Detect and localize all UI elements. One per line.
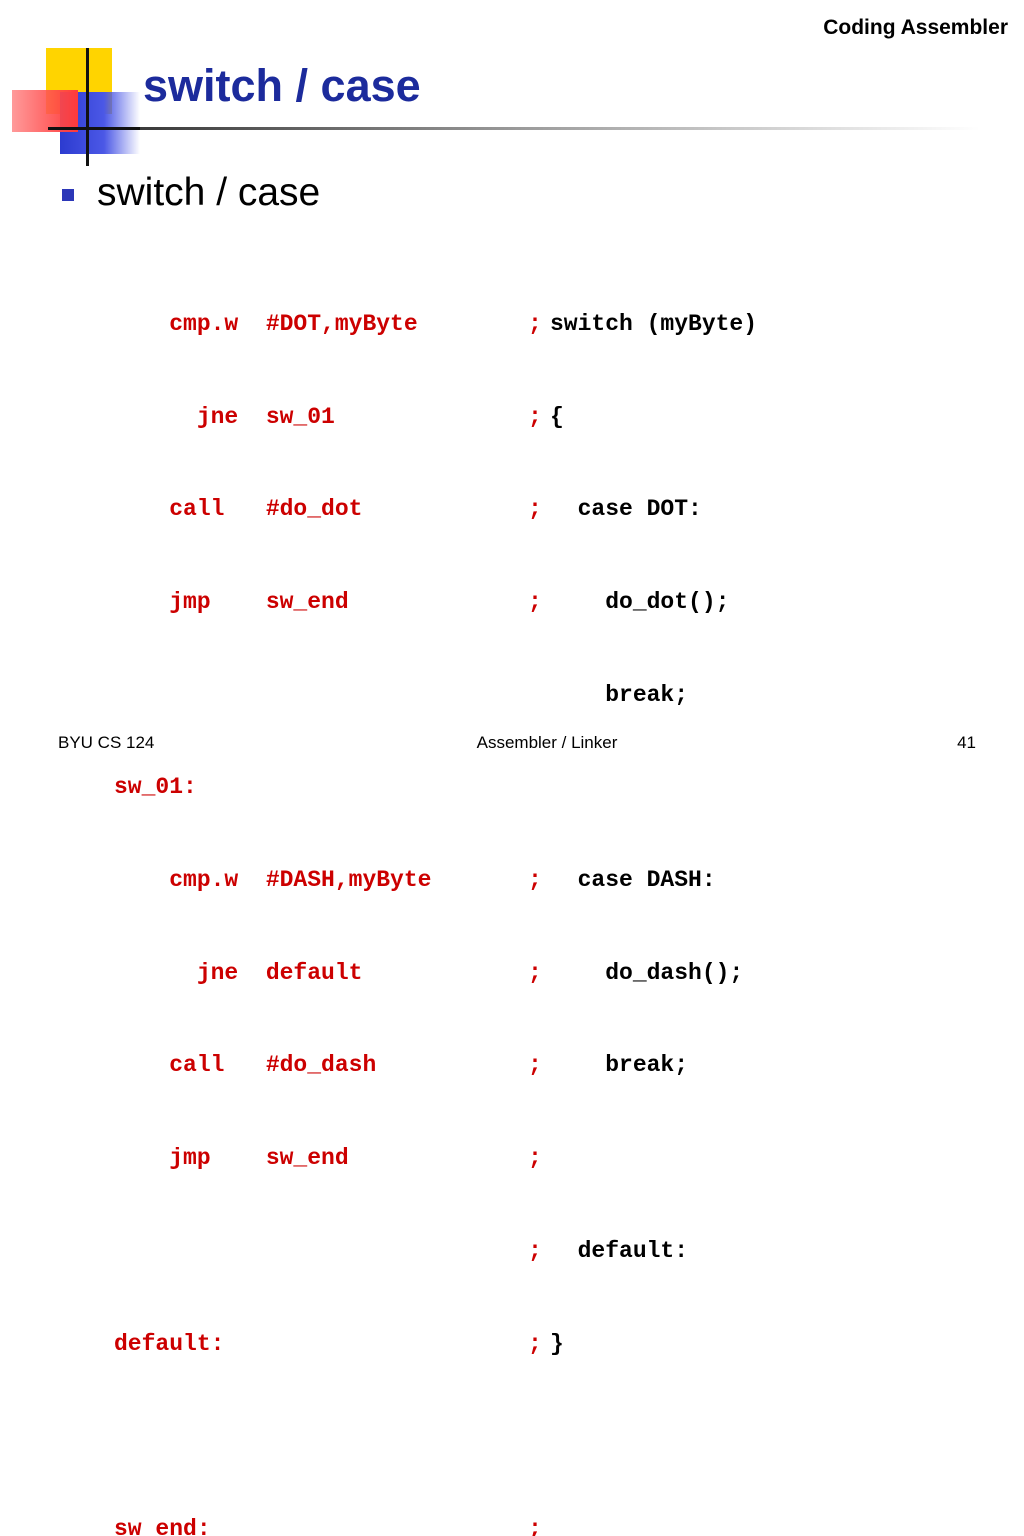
c-line: switch (myByte) bbox=[550, 310, 758, 337]
footer-topic: Assembler / Linker bbox=[476, 733, 618, 752]
asm-line bbox=[114, 1236, 431, 1267]
slide-title: switch / case bbox=[143, 60, 421, 111]
comment-marker: ; bbox=[528, 496, 542, 523]
c-code-block: switch (myByte) { case DOT: do_dot(); br… bbox=[550, 247, 757, 1536]
asm-line: sw_end: bbox=[114, 1515, 211, 1536]
asm-line bbox=[114, 680, 431, 711]
bullet-square-icon bbox=[62, 189, 74, 201]
asm-line: jne default bbox=[114, 959, 363, 986]
asm-line: jmp sw_end bbox=[114, 1145, 349, 1172]
c-line: { bbox=[550, 403, 564, 430]
bullet-text: switch / case bbox=[97, 171, 321, 214]
vertical-line-decoration bbox=[86, 48, 89, 166]
c-line bbox=[550, 772, 757, 803]
comment-marker: ; bbox=[528, 310, 542, 337]
asm-line: jne sw_01 bbox=[114, 403, 335, 430]
c-line: break; bbox=[550, 681, 689, 708]
assembly-code-block: cmp.w #DOT,myByte jne sw_01 call #do_dot… bbox=[114, 247, 431, 1536]
c-line bbox=[550, 1143, 757, 1174]
c-line bbox=[550, 1421, 757, 1452]
title-underline-rule bbox=[140, 127, 980, 130]
c-line: do_dot(); bbox=[550, 588, 730, 615]
asm-line: jmp sw_end bbox=[114, 588, 349, 615]
c-line: break; bbox=[550, 1052, 689, 1079]
red-square-decoration bbox=[12, 90, 78, 132]
c-line: case DASH: bbox=[550, 867, 716, 894]
corner-title: Coding Assembler bbox=[823, 16, 1008, 39]
asm-line: call #do_dash bbox=[114, 1052, 377, 1079]
c-line bbox=[550, 1514, 757, 1536]
asm-line: default: bbox=[114, 1330, 225, 1357]
comment-marker: ; bbox=[528, 403, 542, 430]
asm-line: call #do_dot bbox=[114, 496, 363, 523]
asm-line: cmp.w #DOT,myByte bbox=[114, 310, 418, 337]
horizontal-line-decoration bbox=[48, 127, 140, 130]
asm-line: cmp.w #DASH,myByte bbox=[114, 867, 432, 894]
c-line: } bbox=[550, 1330, 564, 1357]
asm-line: sw_01: bbox=[114, 774, 197, 801]
asm-line bbox=[114, 1421, 431, 1452]
c-line: do_dash(); bbox=[550, 959, 744, 986]
page-number: 41 bbox=[957, 733, 976, 752]
footer-course: BYU CS 124 bbox=[58, 733, 155, 752]
comment-marker: ; bbox=[528, 588, 542, 615]
c-line: case DOT: bbox=[550, 496, 702, 523]
c-line: default: bbox=[550, 1237, 689, 1264]
